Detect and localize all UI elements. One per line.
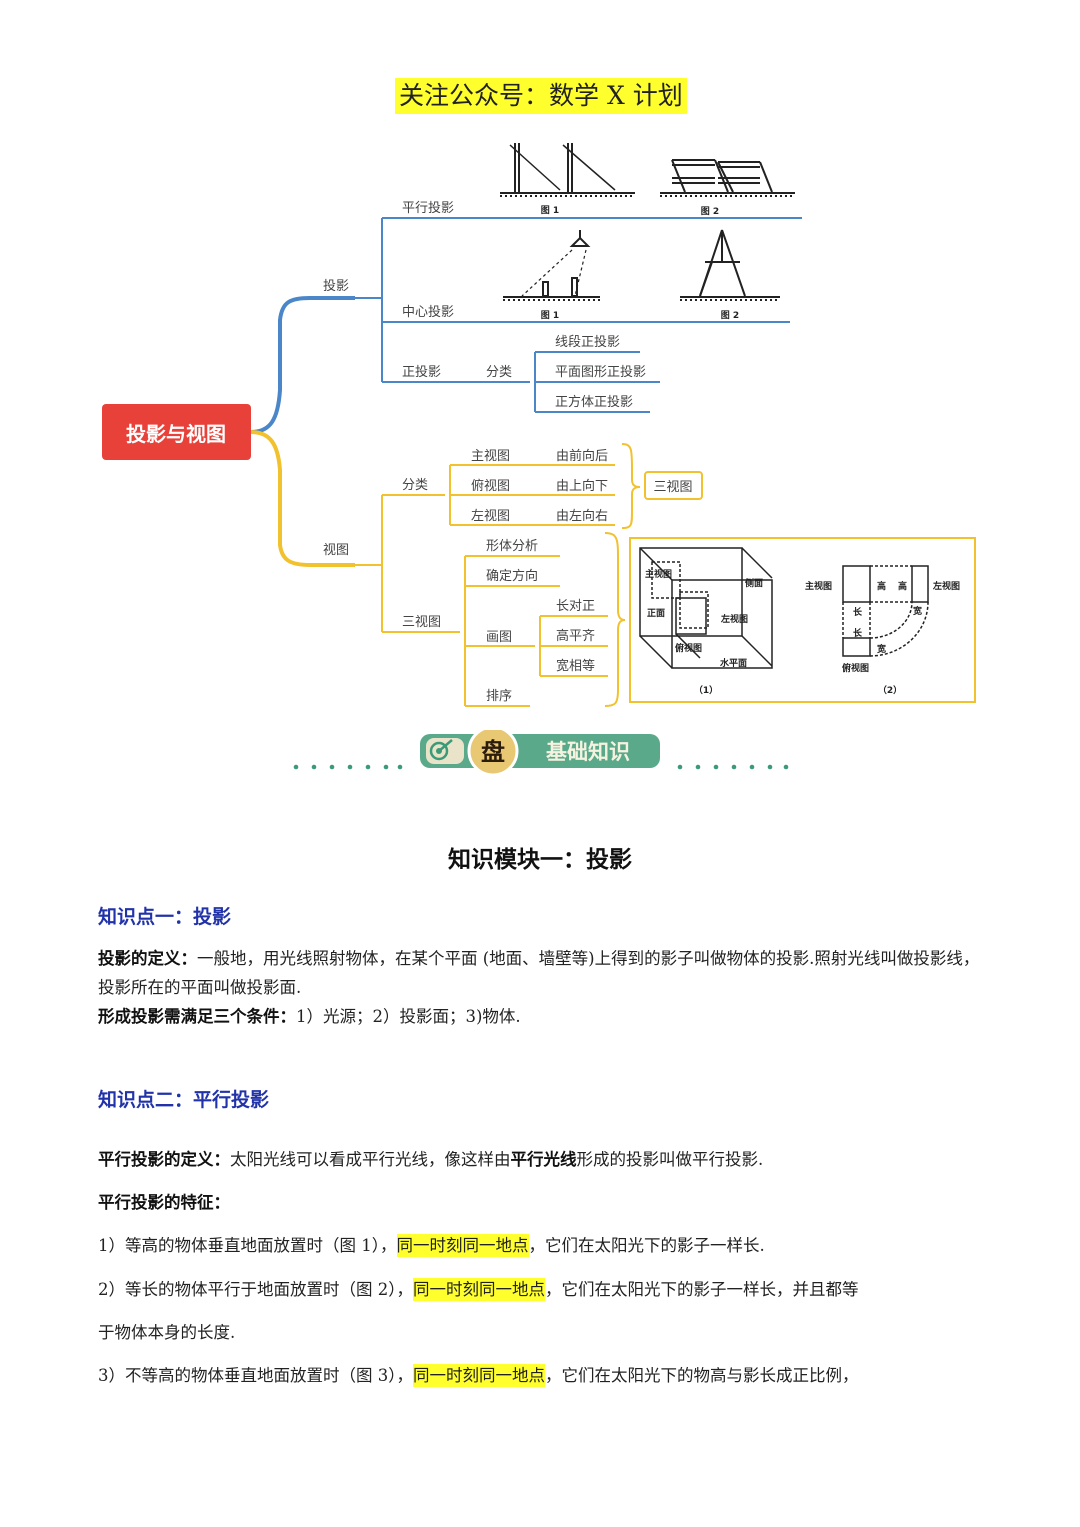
kp2-item-2-post: ，它们在太阳光下的影子一样长，并且都等 (545, 1280, 859, 1299)
diagram2-label-h2: 高 (898, 580, 907, 592)
banner-text: 基础知识 (546, 740, 630, 764)
kp2-item-3-pre: 3）不等高的物体垂直地面放置时（图 3）， (98, 1366, 413, 1385)
kp1-def-label: 投影的定义： (98, 949, 197, 968)
diagram1-label-left: 左视图 (720, 613, 748, 625)
three-view-diagram-panel (629, 537, 976, 703)
view-row-top: 俯视图 (471, 478, 510, 494)
ortho-item-cube: 正方体正投影 (555, 394, 633, 410)
header-title: 关注公众号：数学 X 计划 (395, 78, 687, 114)
step-analyze: 形体分析 (486, 539, 538, 554)
diagram2-label-l1: 长 (853, 606, 863, 618)
kp2-item-1-highlight: 同一时刻同一地点 (396, 1234, 529, 1257)
ortho-item-plane: 平面图形正投影 (555, 364, 646, 380)
kp2-title: 知识点二：平行投影 (98, 1089, 270, 1111)
diagram1-label-top: 俯视图 (675, 642, 702, 654)
parallel-fig2: 图 2 (701, 206, 719, 217)
diagram2-label-w1: 宽 (912, 605, 922, 617)
mindmap-ortho-category: 分类 (486, 365, 512, 380)
diagram1-label-face: 正面 (647, 608, 665, 619)
mind-map: 投影与视图 投影 视图 平行投影 中心投影 正投影 分类 线段正投影 平面图形正… (102, 143, 976, 707)
kp2-def-bold: 平行光线 (510, 1150, 577, 1169)
kp1-definition: 投影的定义：一般地，用光线照射物体，在某个平面 (地面、墙壁等)上得到的影子叫做… (98, 944, 988, 1031)
kp2-def-label: 平行投影的定义： (98, 1150, 230, 1169)
three-view-box: 三视图 (653, 480, 692, 495)
banner-badge: 盘 (481, 738, 505, 766)
central-projection-sketch (503, 229, 780, 301)
diagram1-label-horizontal: 水平面 (720, 657, 747, 669)
view-row-front: 主视图 (471, 449, 510, 464)
kp2-item-2: 2）等长的物体平行于地面放置时（图 2），同一时刻同一地点，它们在太阳光下的影子… (98, 1275, 988, 1304)
mindmap-root: 投影与视图 (126, 422, 226, 446)
kp2-def-post: 形成的投影叫做平行投影. (576, 1150, 764, 1169)
mindmap-central: 中心投影 (402, 304, 454, 320)
kp1-cond-text: 1）光源；2）投影面；3)物体. (296, 1007, 521, 1026)
parallel-fig1: 图 1 (541, 205, 559, 216)
view-dir-front: 由前向后 (556, 448, 608, 464)
kp2-def-pre: 太阳光线可以看成平行光线，像这样由 (230, 1150, 511, 1169)
kp2-item-3-post: ，它们在太阳光下的物高与影长成正比例， (545, 1366, 859, 1385)
step-direction: 确定方向 (486, 568, 538, 584)
rule-length: 长对正 (556, 599, 595, 614)
banner-dots-right (677, 764, 789, 770)
diagram1-label-front: 主视图 (645, 568, 672, 580)
diagram2-label-front: 主视图 (805, 580, 832, 592)
step-order: 排序 (486, 689, 512, 704)
diagram2-label-l2: 长 (853, 627, 863, 639)
view-dir-top: 由上向下 (556, 478, 608, 494)
mindmap-parallel: 平行投影 (402, 200, 454, 216)
central-fig2: 图 2 (721, 310, 739, 321)
mindmap-projection: 投影 (323, 278, 349, 294)
kp2-item-2-cont: 于物体本身的长度. (98, 1323, 236, 1342)
three-view-diagram-1 (639, 547, 773, 669)
central-fig1: 图 1 (541, 310, 559, 321)
kp2-feat-label: 平行投影的特征： (98, 1193, 230, 1212)
kp1-title: 知识点一：投影 (98, 906, 232, 928)
kp1-def-text: 一般地，用光线照射物体，在某个平面 (地面、墙壁等)上得到的影子叫做物体的投影.… (98, 949, 980, 997)
rule-width: 宽相等 (556, 658, 595, 674)
ortho-item-segment: 线段正投影 (555, 334, 620, 350)
kp2-item-2-highlight: 同一时刻同一地点 (413, 1278, 545, 1301)
three-view-diagram-2 (842, 565, 929, 657)
views-three-view-branch: 三视图 (402, 615, 441, 630)
diagram2-label-w2: 宽 (876, 643, 886, 655)
rule-height: 高平齐 (556, 628, 595, 644)
parallel-projection-sketch (500, 143, 795, 197)
kp2-item-1: 1）等高的物体垂直地面放置时（图 1），同一时刻同一地点，它们在太阳光下的影子一… (98, 1231, 988, 1260)
module-title: 知识模块一：投影 (448, 846, 632, 873)
diagram2-label-top: 俯视图 (842, 662, 869, 674)
banner-badge-icon (467, 730, 519, 777)
mindmap-orthographic: 正投影 (402, 364, 441, 380)
banner-dots-left (293, 764, 403, 770)
diagram1-label-side: 侧面 (745, 577, 763, 589)
views-category: 分类 (402, 478, 428, 493)
kp2-definition: 平行投影的定义：太阳光线可以看成平行光线，像这样由平行光线形成的投影叫做平行投影… (98, 1145, 988, 1174)
diagram2-label-h1: 高 (877, 580, 886, 592)
kp2-item-1-post: ，它们在太阳光下的影子一样长. (528, 1236, 765, 1255)
diagram2-label-left: 左视图 (932, 580, 960, 592)
kp2-item-3: 3）不等高的物体垂直地面放置时（图 3），同一时刻同一地点，它们在太阳光下的物高… (98, 1361, 988, 1390)
mindmap-root-box (102, 404, 251, 460)
kp1-cond-label: 形成投影需满足三个条件： (98, 1007, 296, 1026)
kp2-item-1-pre: 1）等高的物体垂直地面放置时（图 1）， (98, 1236, 397, 1255)
section-banner: 盘 基础知识 (293, 730, 789, 777)
kp2-item-2-pre: 2）等长的物体平行于地面放置时（图 2）， (98, 1280, 413, 1299)
diagram2-caption: （2） (878, 685, 902, 696)
view-row-left: 左视图 (471, 509, 510, 524)
view-dir-left: 由左向右 (556, 508, 608, 524)
step-draw: 画图 (486, 630, 512, 645)
kp2-features-label: 平行投影的特征： (98, 1188, 988, 1217)
kp2-item-3-highlight: 同一时刻同一地点 (413, 1364, 545, 1387)
diagram1-caption: （1） (694, 685, 718, 696)
mindmap-views: 视图 (323, 543, 349, 558)
